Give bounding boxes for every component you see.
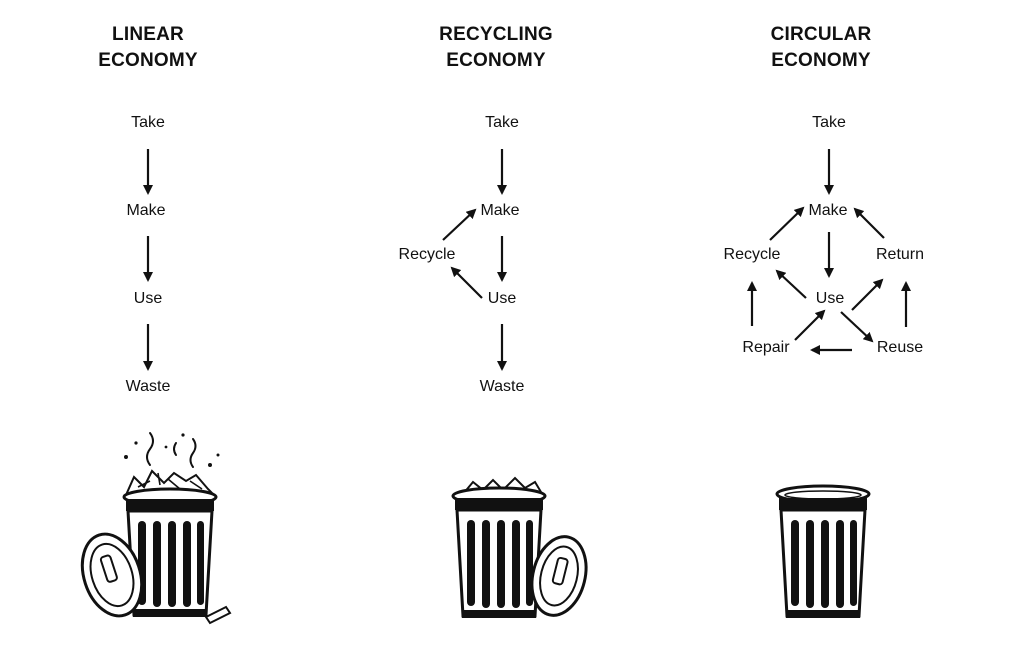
linear-take-label: Take <box>130 114 166 132</box>
circular-arrow-use-to-reuse <box>840 311 874 343</box>
recycling-economy-title: RECYCLING ECONOMY <box>439 22 553 74</box>
title-line-2: ECONOMY <box>98 50 198 71</box>
overflowing-trash-can-icon <box>80 432 232 625</box>
partially-full-trash-can-icon <box>451 476 588 618</box>
linear-waste-label: Waste <box>124 378 172 396</box>
title-line-2: ECONOMY <box>771 50 871 71</box>
circular-recycle-label: Recycle <box>722 246 782 264</box>
recycling-recycle-label: Recycle <box>397 246 457 264</box>
empty-trash-can-icon <box>775 484 871 618</box>
circular-reuse-label: Reuse <box>875 339 925 357</box>
circular-arrow-repair-to-use <box>794 309 826 341</box>
linear-use-label: Use <box>132 290 164 308</box>
circular-take-label: Take <box>811 114 847 132</box>
title-line-1: RECYCLING <box>439 24 553 45</box>
linear-make-label: Make <box>125 202 167 220</box>
circular-make-label: Make <box>807 202 849 220</box>
title-line-2: ECONOMY <box>446 50 546 71</box>
recycling-make-label: Make <box>479 202 521 220</box>
title-line-1: CIRCULAR <box>770 24 872 45</box>
circular-arrow-return-to-make <box>853 207 885 239</box>
circular-economy-title: CIRCULAR ECONOMY <box>771 22 872 74</box>
circular-use-label: Use <box>814 290 846 308</box>
recycling-arrow-use-to-recycle <box>450 266 483 299</box>
circular-return-label: Return <box>874 246 926 264</box>
circular-repair-label: Repair <box>741 339 791 357</box>
circular-arrow-use-to-return <box>851 278 884 311</box>
circular-arrow-use-to-recycle <box>775 269 807 299</box>
recycling-arrow-recycle-to-make <box>442 208 477 241</box>
recycling-use-label: Use <box>486 290 518 308</box>
recycling-take-label: Take <box>484 114 520 132</box>
circular-arrow-recycle-to-make <box>769 206 805 241</box>
recycling-waste-label: Waste <box>478 378 526 396</box>
title-line-1: LINEAR <box>112 24 184 45</box>
linear-economy-title: LINEAR ECONOMY <box>98 22 198 74</box>
